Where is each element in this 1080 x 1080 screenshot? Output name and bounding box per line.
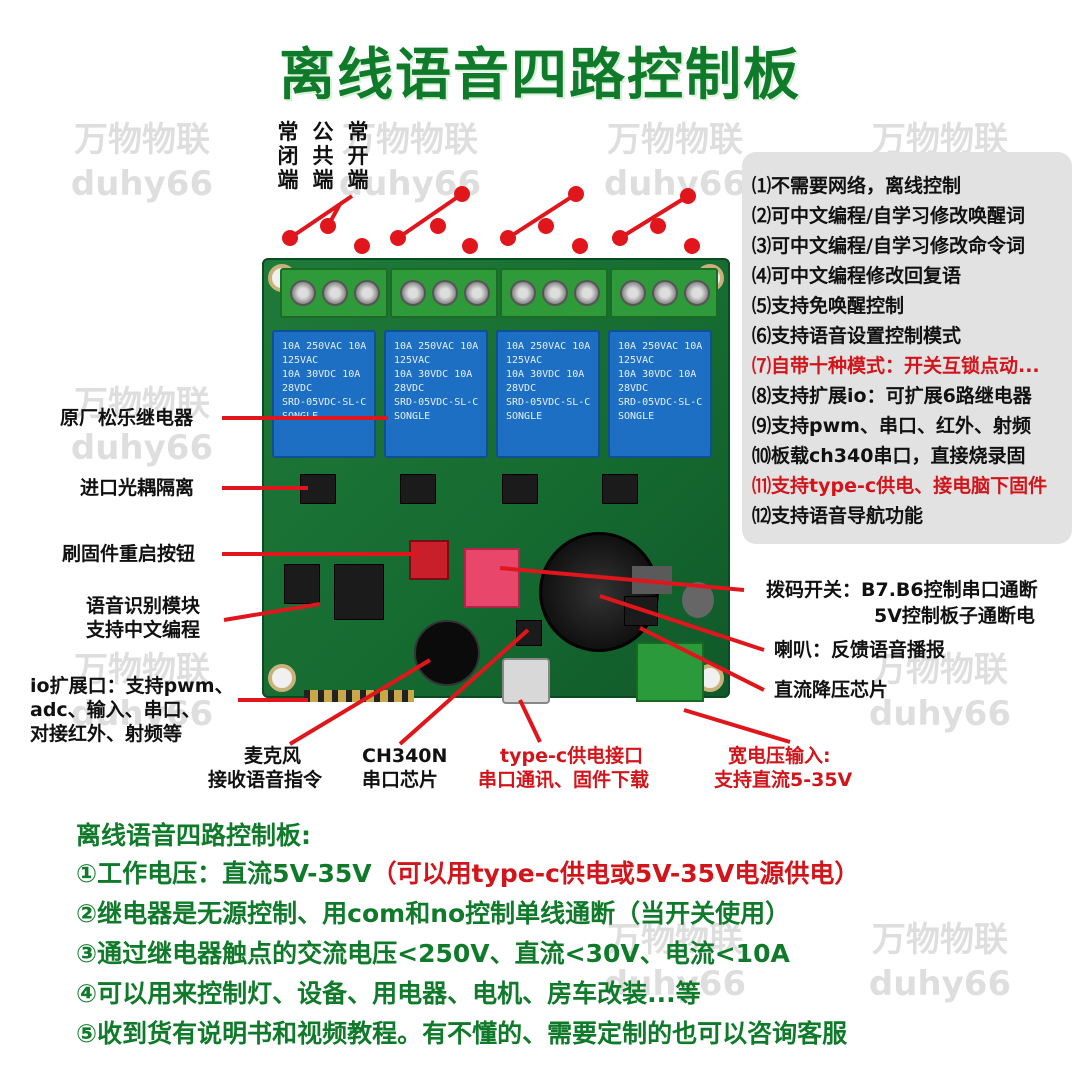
feature-item: ⑵可中文编程/自学习修改唤醒词: [752, 205, 1025, 227]
relay-print: 10A 250VAC 10A 125VAC 10A 30VDC 10A 28VD…: [618, 341, 703, 422]
optocoupler: [502, 474, 538, 504]
label-buck: 直流降压芯片: [774, 679, 889, 701]
summary-line-5: ⑤收到货有说明书和视频教程。有不懂的、需要定制的也可以咨询客服: [76, 1019, 848, 1048]
optocoupler: [300, 474, 336, 504]
label-flash-button: 刷固件重启按钮: [62, 543, 196, 565]
usb-c-port: [502, 658, 550, 704]
screw-icon: [510, 280, 536, 306]
feature-item: ⑼支持pwm、串口、红外、射频: [752, 415, 1031, 437]
screw-icon: [652, 280, 678, 306]
watermark: 万物物联 duhy66: [70, 120, 214, 204]
screw-icon: [354, 280, 380, 306]
screw-icon: [684, 280, 710, 306]
screw-icon: [400, 280, 426, 306]
feature-item: ⑷可中文编程修改回复语: [752, 265, 962, 287]
screw-icon: [432, 280, 458, 306]
screw-icon: [464, 280, 490, 306]
feature-item: ⑿支持语音导航功能: [752, 505, 924, 527]
pcb-board: 10A 250VAC 10A 125VAC 10A 30VDC 10A 28VD…: [262, 258, 730, 704]
mount-hole: [268, 664, 296, 692]
label-dip-1: 拨码开关：B7.B6控制串口通断: [766, 579, 1038, 601]
summary-line-2: ②继电器是无源控制、用com和no控制单线通断（当开关使用）: [76, 899, 791, 928]
terminal-label-com: 公共端: [312, 120, 334, 192]
summary-line-1-b: （可以用type-c供电或5V-35V电源供电）: [371, 859, 860, 888]
summary-line-4: ④可以用来控制灯、设备、用电器、电机、房车改装...等: [76, 979, 701, 1008]
summary-heading: 离线语音四路控制板:: [76, 821, 311, 850]
screw-icon: [290, 280, 316, 306]
label-optocoupler: 进口光耦隔离: [80, 477, 195, 499]
screw-icon: [322, 280, 348, 306]
dip-switch[interactable]: [464, 548, 520, 608]
relay-3: 10A 250VAC 10A 125VAC 10A 30VDC 10A 28VD…: [496, 330, 600, 458]
label-typec-1: type-c供电接口: [500, 745, 644, 767]
screw-icon: [574, 280, 600, 306]
label-relay: 原厂松乐继电器: [60, 407, 194, 429]
capacitor: [682, 582, 714, 618]
feature-item: ⑻支持扩展io：可扩展6路继电器: [752, 385, 1032, 407]
label-ch340-1: CH340N: [362, 745, 448, 767]
relay-print: 10A 250VAC 10A 125VAC 10A 30VDC 10A 28VD…: [394, 341, 479, 422]
screw-icon: [620, 280, 646, 306]
feature-item: ⑾支持type-c供电、接电脑下固件: [752, 475, 1048, 497]
label-wide-voltage-2: 支持直流5-35V: [714, 769, 853, 791]
label-dip-2: 5V控制板子通断电: [874, 605, 1035, 627]
relay-terminal-1: [280, 268, 388, 318]
ch340-chip: [516, 620, 542, 646]
relay-4: 10A 250VAC 10A 125VAC 10A 30VDC 10A 28VD…: [608, 330, 712, 458]
screw-icon: [542, 280, 568, 306]
io-header-pins: [304, 690, 414, 702]
page-title: 离线语音四路控制板: [279, 43, 801, 108]
relay-print: 10A 250VAC 10A 125VAC 10A 30VDC 10A 28VD…: [282, 341, 367, 422]
terminal-label-no: 常开端: [347, 120, 369, 192]
buck-converter-chip: [624, 596, 658, 626]
feature-item: ⑺自带十种模式：开关互锁点动...: [752, 355, 1040, 377]
label-voice-module-2: 支持中文编程: [86, 619, 201, 641]
label-wide-voltage-1: 宽电压输入:: [728, 745, 831, 767]
relay-terminal-3: [500, 268, 608, 318]
summary-line-3: ③通过继电器触点的交流电压<250V、直流<30V、电流<10A: [76, 939, 790, 968]
inductor: [632, 566, 672, 594]
label-mic-1: 麦克风: [244, 745, 302, 767]
watermark: 万物物联 duhy66: [868, 920, 1012, 1004]
feature-panel: [742, 152, 1072, 544]
relay-1: 10A 250VAC 10A 125VAC 10A 30VDC 10A 28VD…: [272, 330, 376, 458]
relay-2: 10A 250VAC 10A 125VAC 10A 30VDC 10A 28VD…: [384, 330, 488, 458]
feature-item: ⑴不需要网络，离线控制: [752, 175, 962, 197]
feature-item: ⑹支持语音设置控制模式: [752, 325, 962, 347]
summary-line-1-a: ①工作电压：直流5V-35V: [76, 859, 372, 888]
label-typec-2: 串口通讯、固件下载: [478, 769, 650, 791]
voice-recognition-chip: [284, 564, 320, 604]
label-io-1: io扩展口：支持pwm、: [30, 675, 234, 697]
relay-terminal-4: [610, 268, 718, 318]
label-io-2: adc、输入、串口、: [30, 699, 201, 721]
relay-terminal-2: [390, 268, 498, 318]
feature-item: ⑽板载ch340串口，直接烧录固: [752, 445, 1026, 467]
feature-item: ⑸支持免唤醒控制: [752, 295, 905, 317]
summary-line-1: ①工作电压：直流5V-35V（可以用type-c供电或5V-35V电源供电）: [76, 854, 859, 890]
microphone-icon: [414, 620, 480, 686]
label-ch340-2: 串口芯片: [362, 769, 439, 791]
optocoupler: [400, 474, 436, 504]
label-speaker: 喇叭：反馈语音播报: [774, 639, 946, 661]
power-input-terminal: [636, 642, 704, 702]
flash-reset-button[interactable]: [409, 540, 449, 580]
optocoupler: [602, 474, 638, 504]
feature-item: ⑶可中文编程/自学习修改命令词: [752, 235, 1025, 257]
watermark: 万物物联 duhy66: [338, 120, 482, 204]
terminal-label-nc: 常闭端: [277, 120, 299, 192]
label-io-3: 对接红外、射频等: [30, 723, 183, 745]
relay-print: 10A 250VAC 10A 125VAC 10A 30VDC 10A 28VD…: [506, 341, 591, 422]
label-mic-2: 接收语音指令: [208, 769, 323, 791]
voice-recognition-chip: [334, 564, 384, 620]
label-voice-module-1: 语音识别模块: [86, 595, 201, 617]
